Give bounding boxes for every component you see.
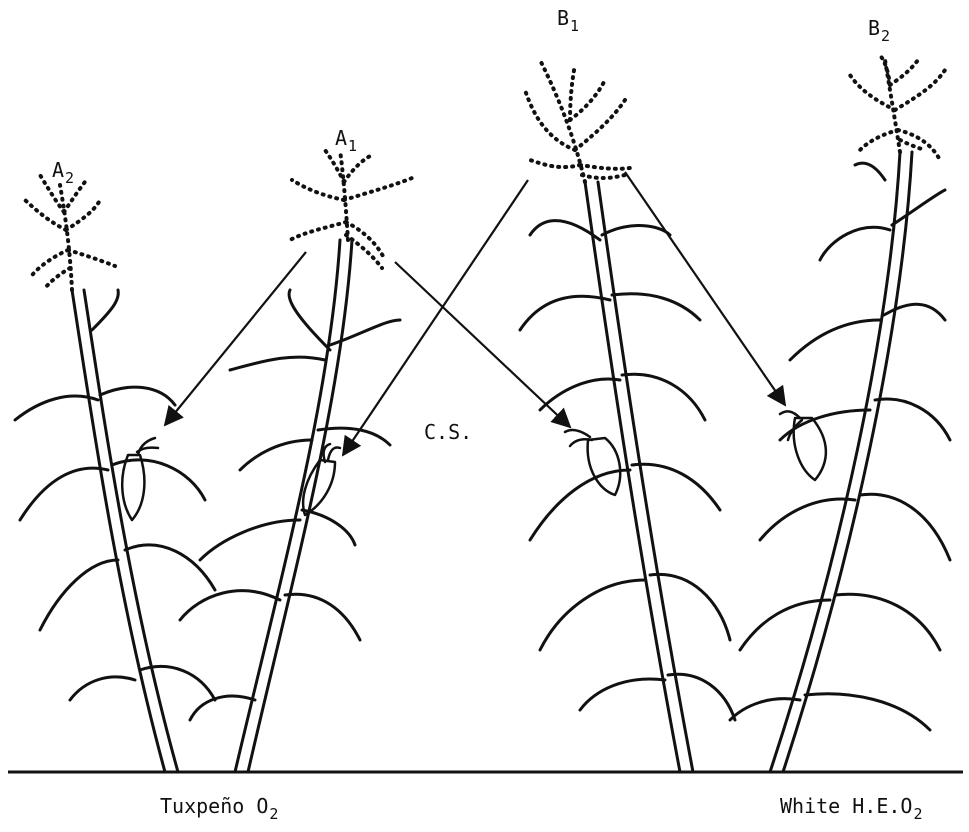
label-right-variety-text: White H.E.O bbox=[780, 794, 912, 818]
label-left-variety-text: Tuxpeño O bbox=[160, 794, 268, 818]
plant-a2 bbox=[15, 290, 215, 772]
label-a1-letter: A bbox=[335, 126, 347, 150]
tassel-a2 bbox=[25, 175, 115, 290]
label-a1-sub: 1 bbox=[348, 137, 357, 155]
label-right-variety: White H.E.O2 bbox=[780, 796, 922, 822]
label-right-variety-sub: 2 bbox=[913, 805, 922, 823]
label-b2-letter: B bbox=[868, 16, 880, 40]
plant-b2 bbox=[730, 152, 950, 772]
arrow-b1-to-b2 bbox=[625, 172, 785, 405]
ear-a2 bbox=[122, 438, 158, 520]
label-b1-sub: 1 bbox=[570, 17, 579, 35]
plant-b1 bbox=[520, 182, 735, 772]
label-a2-sub: 2 bbox=[65, 169, 74, 187]
label-left-variety: Tuxpeño O2 bbox=[160, 796, 278, 822]
tassel-b1 bbox=[525, 60, 630, 182]
label-a2-letter: A bbox=[52, 158, 64, 182]
arrow-a1-to-b1 bbox=[395, 262, 570, 427]
tassel-b2 bbox=[850, 55, 945, 160]
label-b1-letter: B bbox=[557, 6, 569, 30]
ear-b1 bbox=[565, 430, 620, 495]
arrow-a1-to-a2 bbox=[165, 252, 306, 425]
label-a1: A1 bbox=[335, 128, 357, 154]
label-left-variety-sub: 2 bbox=[269, 805, 278, 823]
label-b1: B1 bbox=[557, 8, 579, 34]
ear-b2 bbox=[780, 411, 826, 480]
label-b2-sub: 2 bbox=[881, 27, 890, 45]
arrow-b1-to-a1 bbox=[343, 180, 528, 455]
label-b2: B2 bbox=[868, 18, 890, 44]
plant-a1 bbox=[180, 240, 400, 772]
label-a2: A2 bbox=[52, 160, 74, 186]
label-center: C.S. bbox=[424, 422, 472, 442]
